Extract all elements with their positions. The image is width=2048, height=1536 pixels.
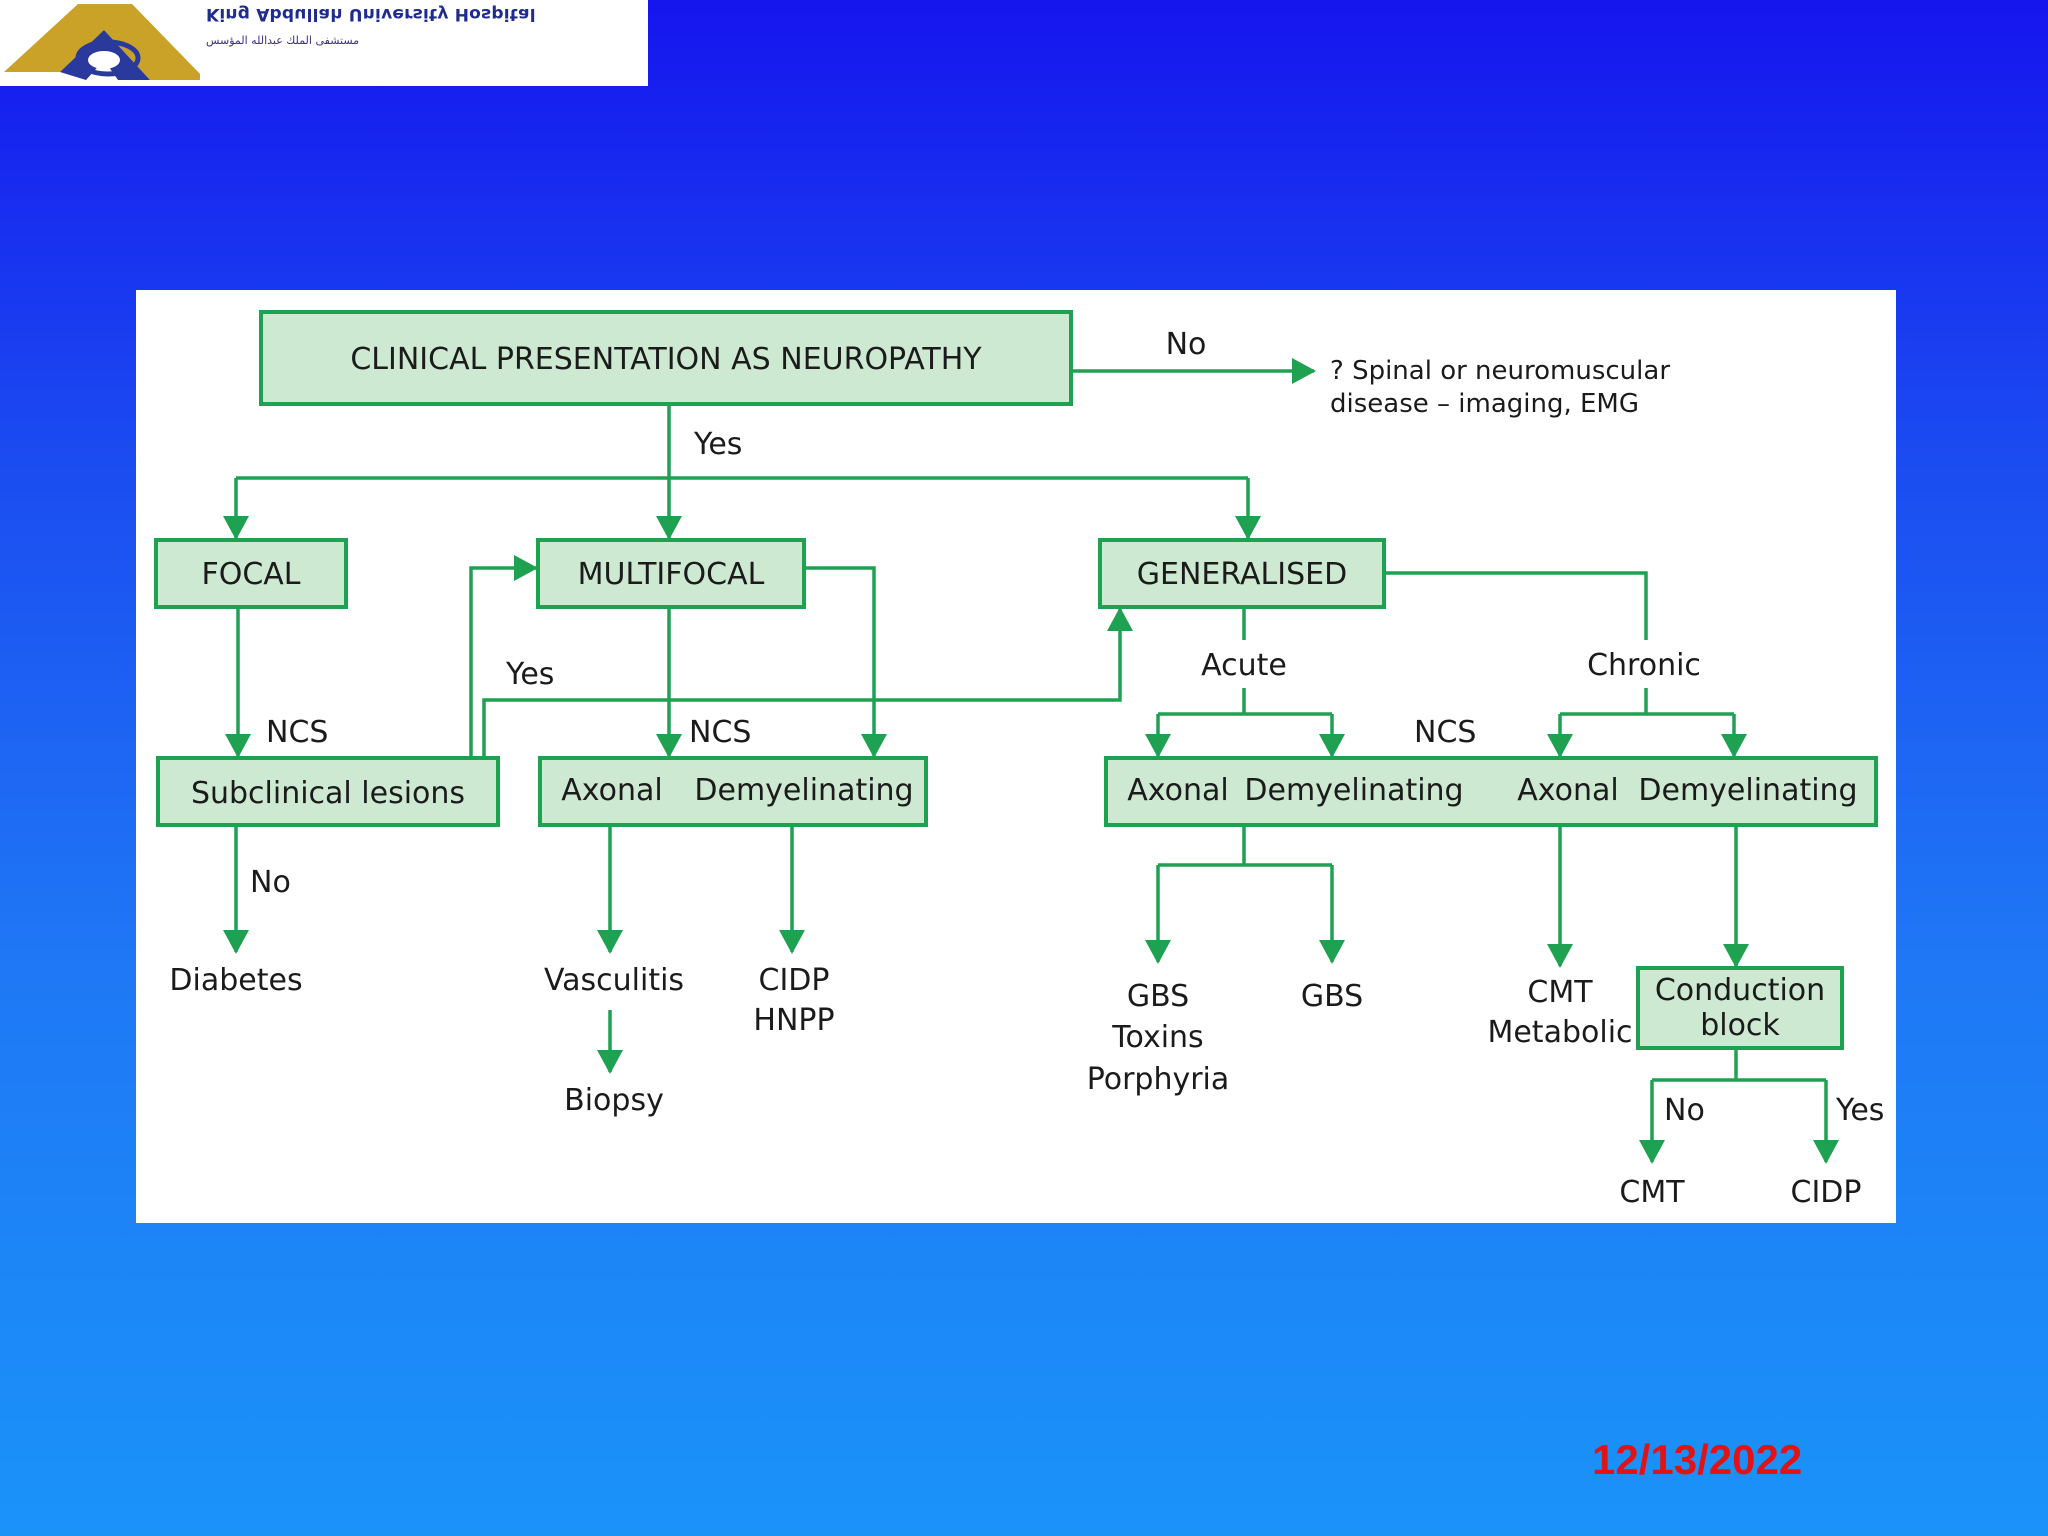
cmt-metabolic-line1: CMT bbox=[1527, 975, 1593, 1010]
hnpp-label: HNPP bbox=[753, 1003, 834, 1038]
multifocal-axonal-label: Axonal bbox=[561, 773, 662, 808]
subclinical-label: Subclinical lesions bbox=[191, 776, 465, 811]
chronic-label: Chronic bbox=[1587, 648, 1701, 683]
logo-subtitle: ﻣﺴﺘﺸﻔﻰ ﺍﻟﻤﻠﻚ ﻋﺒﺪﺍﻟﻠﻪ ﺍﻟﻤﺆﺳﺲ bbox=[206, 34, 360, 47]
acute-axonal-label: Axonal bbox=[1127, 773, 1228, 808]
generalised-chronic-line bbox=[1384, 571, 1648, 640]
hospital-logo: King Abdullah University Hospital ﻣﺴﺘﺸﻔﻰ… bbox=[0, 0, 648, 86]
logo-title: King Abdullah University Hospital bbox=[206, 4, 536, 24]
conduction-block-line1: Conduction bbox=[1655, 973, 1825, 1008]
subclinical-box bbox=[156, 756, 500, 827]
diabetes-label: Diabetes bbox=[169, 963, 302, 998]
multifocal-right-arrow bbox=[804, 566, 887, 758]
conduction-block-line2: block bbox=[1700, 1008, 1780, 1043]
root-no-result-line2: disease – imaging, EMG bbox=[1330, 389, 1639, 419]
multifocal-box bbox=[536, 538, 806, 609]
root-no-label: No bbox=[1166, 327, 1207, 362]
flowchart-panel: CLINICAL PRESENTATION AS NEUROPATHY No ?… bbox=[136, 290, 1896, 1223]
hospital-emblem-icon bbox=[4, 4, 206, 80]
chronic-axonal-label: Axonal bbox=[1517, 773, 1618, 808]
multifocal-label: MULTIFOCAL bbox=[578, 557, 765, 592]
focal-label: FOCAL bbox=[201, 557, 300, 592]
cmt-final-label: CMT bbox=[1619, 1175, 1685, 1210]
cidp-label: CIDP bbox=[759, 963, 830, 998]
conduction-block-box bbox=[1636, 966, 1844, 1050]
acute-label: Acute bbox=[1201, 648, 1287, 683]
root-box bbox=[259, 310, 1073, 406]
gbs-toxins-line3: Porphyria bbox=[1087, 1062, 1230, 1097]
neuropathy-flowchart: CLINICAL PRESENTATION AS NEUROPATHY No ?… bbox=[154, 310, 1884, 1210]
vasculitis-label: Vasculitis bbox=[544, 963, 684, 998]
gbs-toxins-line2: Toxins bbox=[1111, 1020, 1203, 1055]
generalised-box bbox=[1098, 538, 1386, 609]
biopsy-label: Biopsy bbox=[564, 1083, 664, 1118]
conduction-yes-label: Yes bbox=[1835, 1093, 1884, 1128]
subclinical-yes-label: Yes bbox=[505, 657, 554, 692]
root-label: CLINICAL PRESENTATION AS NEUROPATHY bbox=[350, 342, 982, 377]
chronic-demyelinating-label: Demyelinating bbox=[1638, 773, 1857, 808]
cidp-final-label: CIDP bbox=[1791, 1175, 1862, 1210]
root-no-result-line1: ? Spinal or neuromuscular bbox=[1330, 356, 1670, 386]
slide-date: 12/13/2022 bbox=[1592, 1436, 1803, 1483]
generalised-ncs-box bbox=[1104, 756, 1878, 827]
multifocal-demyelinating-label: Demyelinating bbox=[694, 773, 913, 808]
subclinical-no-label: No bbox=[250, 865, 291, 900]
conduction-no-label: No bbox=[1664, 1093, 1705, 1128]
acute-demyelinating-label: Demyelinating bbox=[1244, 773, 1463, 808]
subclinical-to-generalised-arrow bbox=[482, 607, 1133, 758]
generalised-label: GENERALISED bbox=[1137, 557, 1347, 592]
root-yes-label: Yes bbox=[693, 427, 742, 462]
focal-box bbox=[154, 538, 348, 609]
multifocal-ncs-box bbox=[538, 756, 928, 827]
generalised-ncs-label: NCS bbox=[1414, 715, 1476, 750]
focal-ncs-label: NCS bbox=[266, 715, 328, 750]
cmt-metabolic-line2: Metabolic bbox=[1487, 1015, 1632, 1050]
subclinical-to-multifocal-arrow bbox=[469, 555, 538, 758]
gbs-label: GBS bbox=[1301, 979, 1363, 1014]
gbs-toxins-line1: GBS bbox=[1127, 979, 1189, 1014]
multifocal-ncs-label: NCS bbox=[689, 715, 751, 750]
